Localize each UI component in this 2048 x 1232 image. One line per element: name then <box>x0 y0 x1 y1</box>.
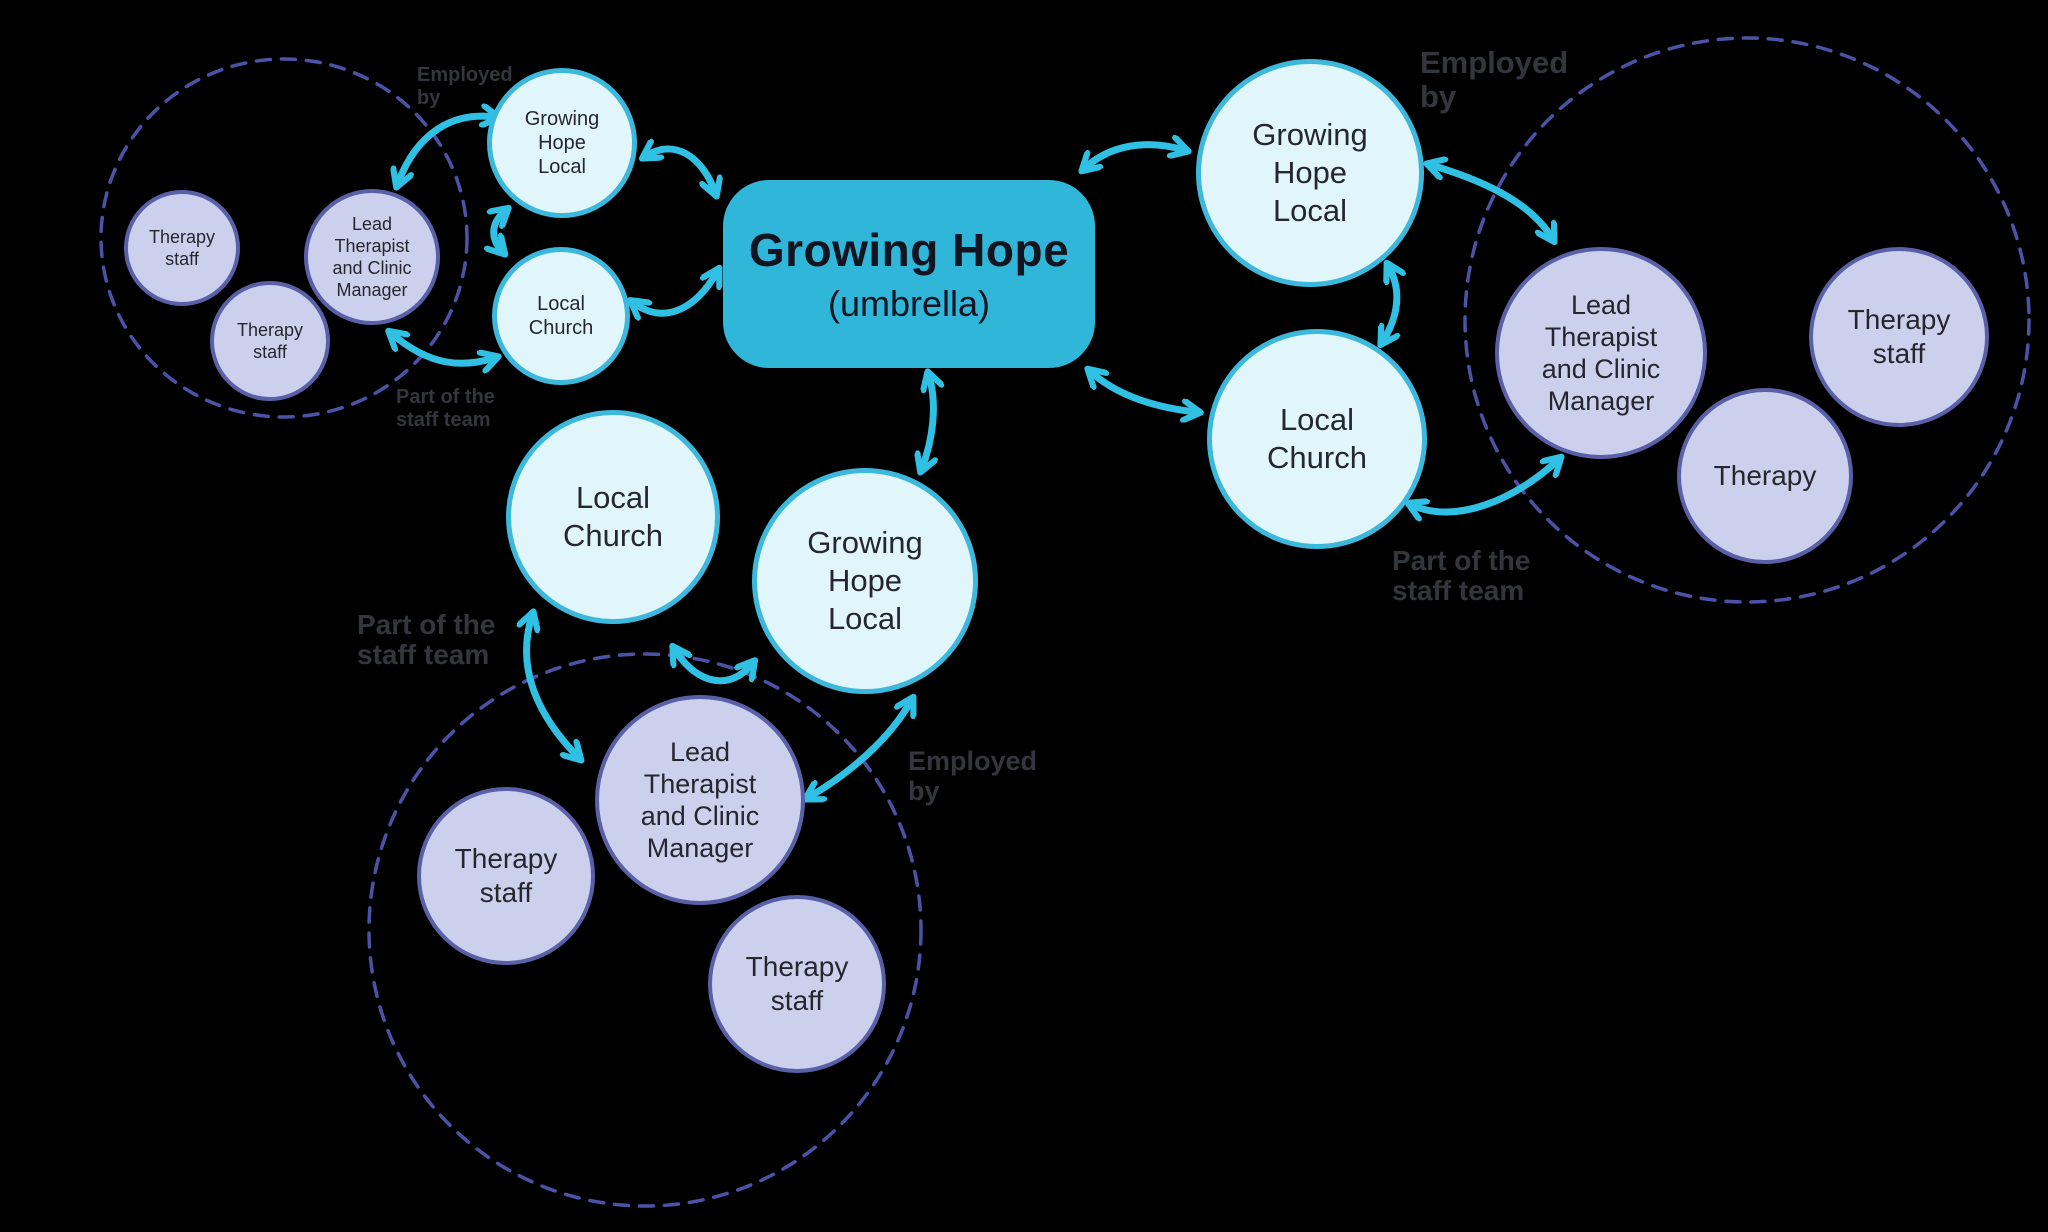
arrow-umbrella-ghl-bottom <box>922 376 933 468</box>
dashed-team-boundary-bottom <box>367 652 923 1208</box>
arrow-part-of-staff-bottom <box>527 616 578 757</box>
node-therapy-staff-bottom-right: Therapy staff <box>708 895 886 1073</box>
umbrella-node: Growing Hope (umbrella) <box>723 180 1095 368</box>
arrow-ghl-lc-right <box>1383 267 1397 341</box>
arrow-employed-by-right <box>1431 165 1552 238</box>
node-growing-hope-local-left: Growing Hope Local <box>487 68 637 218</box>
node-therapy-staff-right: Therapy staff <box>1809 247 1989 427</box>
arrow-ghl-lc-bottom <box>675 650 752 685</box>
label-employed-by-left: Employed by <box>417 64 513 109</box>
arrow-part-of-staff-right <box>1412 460 1558 512</box>
arrow-part-of-staff-left <box>392 334 494 363</box>
node-therapy-right: Therapy <box>1677 388 1853 564</box>
arrow-umbrella-ghl-right <box>1085 145 1184 168</box>
node-local-church-left: Local Church <box>492 247 630 385</box>
dashed-team-boundary-left <box>99 57 469 419</box>
label-employed-by-right: Employed by <box>1420 45 1569 114</box>
arrow-lc-left-umbrella <box>634 272 717 313</box>
label-part-of-staff-right: Part of the staff team <box>1392 545 1531 606</box>
node-therapy-staff-left-bottom: Therapy staff <box>210 281 330 401</box>
dashed-team-boundary-right <box>1463 36 2031 604</box>
arrow-employed-by-left <box>398 116 495 183</box>
node-local-church-right: Local Church <box>1207 329 1427 549</box>
umbrella-title: Growing Hope <box>748 224 1070 276</box>
umbrella-subtitle: (umbrella) <box>827 283 991 324</box>
node-local-church-bottom: Local Church <box>506 410 720 624</box>
node-growing-hope-local-bottom: Growing Hope Local <box>752 468 978 694</box>
node-therapy-staff-bottom-left: Therapy staff <box>417 787 595 965</box>
arrow-ghl-lc-left <box>494 211 505 251</box>
node-lead-therapist-left: Lead Therapist and Clinic Manager <box>304 189 440 325</box>
node-growing-hope-local-right: Growing Hope Local <box>1196 59 1424 287</box>
node-lead-therapist-right: Lead Therapist and Clinic Manager <box>1495 247 1707 459</box>
label-employed-by-bottom: Employed by <box>908 746 1038 806</box>
label-part-of-staff-left: Part of the staff team <box>396 386 495 431</box>
arrow-ghl-left-umbrella <box>646 149 715 192</box>
label-part-of-staff-bottom: Part of the staff team <box>357 609 496 670</box>
arrow-umbrella-lc-right <box>1091 372 1196 412</box>
node-lead-therapist-bottom: Lead Therapist and Clinic Manager <box>595 695 805 905</box>
node-therapy-staff-left-top: Therapy staff <box>124 190 240 306</box>
arrow-employed-by-bottom <box>809 701 911 797</box>
